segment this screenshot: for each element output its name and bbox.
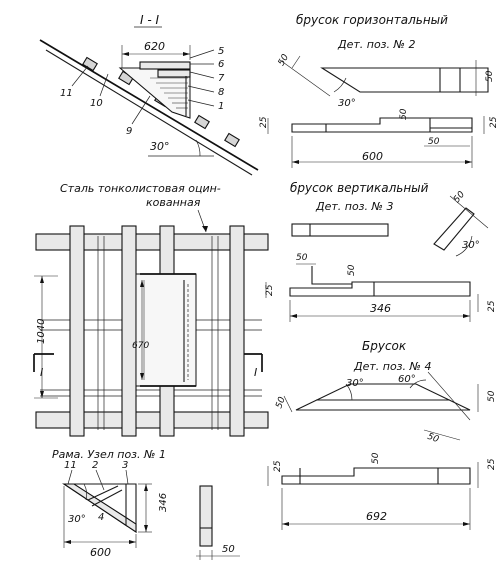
detail3-dim-25b: 25 [487, 300, 497, 312]
detail4-angle-60: 60° [398, 374, 416, 385]
section-label-11: 11 [60, 88, 73, 99]
section-label-6: 6 [218, 59, 224, 70]
detail4-angle-30: 30° [346, 378, 364, 389]
detail4-dim-50a: 50 [274, 395, 287, 409]
detail2-title: брусок горизонтальный [296, 13, 448, 27]
plan-section-mark-left: I [40, 366, 43, 379]
node1-title: Рама. Узел поз. № 1 [52, 448, 166, 461]
detail2-dim-50c: 50 [399, 108, 409, 120]
node1-label-3: 3 [122, 460, 128, 471]
detail-4: Брусок Дет. поз. № 4 50 30° 60° 50 50 25… [267, 339, 497, 530]
node1-small-dim: 50 [222, 544, 235, 555]
detail4-title: Брусок [362, 339, 407, 353]
section-label-5: 5 [218, 46, 224, 57]
detail3-subtitle: Дет. поз. № 3 [315, 200, 393, 213]
plan-dim-height: 1040 [36, 319, 47, 344]
detail2-dim-50a: 50 [277, 53, 292, 68]
node-1: Рама. Узел поз. № 1 11 2 3 30° 4 346 600 [52, 448, 240, 560]
section-angle: 30° [150, 140, 170, 153]
section-dim-top: 620 [144, 40, 165, 53]
detail-3: брусок вертикальный Дет. поз. № 3 50 30°… [265, 181, 497, 322]
plan-dim-inner: 670 [132, 341, 149, 351]
section-label-9: 9 [126, 126, 132, 137]
detail-2: брусок горизонтальный Дет. поз. № 2 50 3… [259, 13, 499, 168]
detail2-dim-50d: 50 [428, 137, 440, 147]
detail4-dim-50b: 50 [487, 390, 497, 402]
section-label-7: 7 [218, 73, 225, 84]
detail2-dim-50b: 50 [485, 70, 495, 82]
detail3-title: брусок вертикальный [290, 181, 429, 195]
detail4-dim-25a: 25 [273, 460, 283, 472]
detail4-dim-25b: 25 [487, 458, 497, 470]
detail4-dim-50c: 50 [426, 432, 440, 445]
detail4-dim-692: 692 [366, 510, 387, 523]
detail3-angle: 30° [462, 240, 480, 251]
detail3-dim-50c: 50 [347, 264, 357, 276]
node1-dim-346: 346 [158, 493, 169, 512]
detail3-dim-50a: 50 [452, 190, 467, 205]
detail4-dim-50d: 50 [371, 452, 381, 464]
detail4-subtitle: Дет. поз. № 4 [353, 360, 431, 373]
section-view: I - I 620 [39, 13, 259, 176]
section-label-8: 8 [218, 87, 224, 98]
plan-view: Сталь тонколистовая оцин- кованная 670 [33, 182, 269, 437]
plan-section-mark-right: I [254, 366, 257, 379]
node1-label-4: 4 [98, 512, 104, 523]
detail3-dim-50b: 50 [296, 253, 308, 263]
section-label-1: 1 [218, 101, 224, 112]
detail2-dim-25b: 25 [489, 116, 499, 128]
detail3-dim-25a: 25 [265, 284, 275, 296]
plan-caption-line2: кованная [146, 196, 201, 209]
section-title: I - I [140, 13, 159, 27]
detail2-dim-600: 600 [362, 150, 383, 163]
node1-angle: 30° [68, 514, 86, 525]
detail2-dim-25a: 25 [259, 116, 269, 128]
detail2-subtitle: Дет. поз. № 2 [337, 38, 415, 51]
node1-label-11: 11 [64, 460, 77, 471]
detail2-angle: 30° [338, 98, 356, 109]
section-label-10: 10 [90, 98, 103, 109]
node1-label-2: 2 [92, 460, 98, 471]
plan-caption-line1: Сталь тонколистовая оцин- [60, 182, 221, 195]
node1-dim-600: 600 [90, 546, 111, 559]
detail3-dim-346: 346 [370, 302, 391, 315]
